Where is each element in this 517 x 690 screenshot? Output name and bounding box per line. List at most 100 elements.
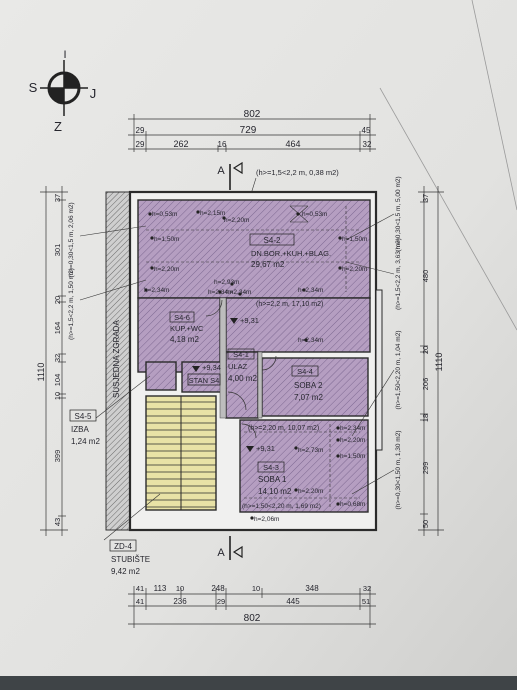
room-label-s4-5: S4-5 IZBA 1,24 m2	[69, 375, 151, 446]
dim-top-overall: 802	[244, 109, 261, 120]
svg-text:S4-3: S4-3	[263, 463, 279, 472]
svg-text:41: 41	[136, 597, 144, 606]
svg-text:10: 10	[53, 392, 62, 400]
room-s4-5	[145, 361, 177, 391]
section-mark-top: A	[217, 161, 243, 190]
svg-text:SOBA 2: SOBA 2	[294, 381, 323, 390]
dim-top-seg: 29	[136, 140, 145, 149]
svg-text:h=2,20m: h=2,20m	[154, 266, 179, 273]
svg-text:(h>=0,30<1,5 m, 5,00 m2): (h>=0,30<1,5 m, 5,00 m2)	[395, 176, 402, 251]
svg-text:7,07 m2: 7,07 m2	[294, 393, 323, 402]
svg-text:h=2,34m: h=2,34m	[144, 287, 169, 294]
svg-text:32: 32	[53, 354, 62, 362]
room-label-s4-2: S4-2 DN.BOR.+KUH.+BLAG. 29,67 m2 (h>=2,2…	[249, 233, 331, 308]
svg-text:18: 18	[421, 414, 430, 422]
left-dimension-labels: 1110 37 301 20 164 32 104 10 399 43 (h>=…	[36, 194, 75, 526]
svg-text:h=2,20m: h=2,20m	[340, 437, 365, 444]
svg-text:802: 802	[244, 613, 261, 624]
svg-text:ULAZ: ULAZ	[228, 362, 248, 371]
svg-text:+9,31: +9,31	[256, 444, 275, 453]
svg-text:(h>=1,5<2,2 m, 1,50 m2): (h>=1,5<2,2 m, 1,50 m2)	[68, 268, 75, 340]
dim-top-side-right: 45	[362, 126, 371, 135]
svg-text:h=2,34m: h=2,34m	[208, 289, 233, 296]
compass-north: I	[63, 49, 66, 61]
compass-west: S	[29, 80, 38, 95]
svg-text:50: 50	[421, 520, 430, 528]
dim-top-seg: 464	[285, 139, 300, 149]
room-s4-2	[137, 199, 371, 299]
svg-text:301: 301	[53, 244, 62, 257]
svg-text:(h>=1,50<2,20 m, 1,04 m2): (h>=1,50<2,20 m, 1,04 m2)	[395, 331, 402, 410]
svg-text:399: 399	[53, 450, 62, 463]
svg-text:S4-4: S4-4	[297, 367, 313, 376]
dim-top-seg: 32	[363, 140, 372, 149]
svg-text:IZBA: IZBA	[71, 425, 89, 434]
svg-text:h=1,50m: h=1,50m	[342, 236, 367, 243]
svg-text:STUBIŠTE: STUBIŠTE	[111, 555, 150, 564]
svg-text:h=2,73m: h=2,73m	[298, 447, 323, 454]
svg-text:299: 299	[421, 462, 430, 475]
room-label-s4-4: S4-4 SOBA 2 7,07 m2	[291, 365, 323, 402]
svg-text:236: 236	[173, 597, 187, 606]
dim-top-seg: 16	[218, 140, 227, 149]
svg-text:A: A	[217, 547, 225, 559]
bottom-dimension-labels: 41 113 10 248 10 348 32 41 236 29 445 51…	[136, 584, 371, 624]
svg-text:248: 248	[211, 584, 225, 593]
svg-text:h=0,68m: h=0,68m	[340, 501, 365, 508]
dim-top-side-left: 29	[136, 126, 145, 135]
room-label-s4-6: S4-6 KUP.+WC 4,18 m2	[169, 311, 204, 344]
neighbor-building	[105, 191, 131, 531]
svg-text:445: 445	[286, 597, 300, 606]
svg-text:h=2,15m: h=2,15m	[200, 210, 225, 217]
svg-text:164: 164	[53, 322, 62, 335]
svg-text:(h>=2,2 m, 17,10 m2): (h>=2,2 m, 17,10 m2)	[256, 301, 323, 308]
svg-text:9,42 m2: 9,42 m2	[111, 567, 140, 576]
svg-text:h=1,50m: h=1,50m	[154, 236, 179, 243]
room-s4-2-lower	[225, 297, 371, 353]
svg-text:h=2,34m: h=2,34m	[298, 337, 323, 344]
dim-top-inner: 729	[240, 125, 257, 136]
svg-text:S4-6: S4-6	[174, 313, 190, 322]
svg-text:(h>=0,30<1,5 m, 2,06 m2): (h>=0,30<1,5 m, 2,06 m2)	[68, 202, 75, 277]
svg-text:480: 480	[421, 270, 430, 283]
compass-rose: I S J Z	[29, 49, 97, 134]
svg-text:h=2,20m: h=2,20m	[224, 217, 249, 224]
compass-south: Z	[54, 119, 62, 134]
room-s4-3	[239, 419, 369, 513]
section-mark-bottom: A	[217, 536, 243, 560]
svg-text:10: 10	[252, 584, 260, 593]
svg-text:20: 20	[421, 346, 430, 354]
svg-text:+9,31: +9,31	[240, 316, 259, 325]
top-dimension-labels: 802 729 29 45 29 262 16 464 32	[136, 109, 372, 149]
room-label-zd-4: ZD-4 STUBIŠTE 9,42 m2	[103, 493, 161, 576]
svg-text:14,10 m2: 14,10 m2	[258, 487, 292, 496]
svg-text:h=1,50m: h=1,50m	[340, 453, 365, 460]
room-s4-1	[225, 351, 259, 419]
svg-text:51: 51	[362, 597, 370, 606]
svg-text:h=2,20m: h=2,20m	[298, 488, 323, 495]
svg-text:h=0,53m: h=0,53m	[152, 211, 177, 218]
svg-text:(h>=1,50<2,20 m, 1,69 m2): (h>=1,50<2,20 m, 1,69 m2)	[242, 503, 321, 510]
svg-text:(h>=0,30<1,50 m, 1,30 m2): (h>=0,30<1,50 m, 1,30 m2)	[395, 431, 402, 510]
svg-text:29: 29	[217, 597, 225, 606]
room-s4-6	[137, 297, 221, 373]
svg-text:4,18 m2: 4,18 m2	[170, 335, 199, 344]
svg-text:S4-5: S4-5	[75, 412, 92, 421]
svg-text:S4-2: S4-2	[264, 236, 281, 245]
svg-text:10: 10	[176, 584, 184, 593]
svg-text:37: 37	[53, 194, 62, 202]
height-annotations: h=0,53m h=2,15m h=2,20m h=0,53m h=1,50m …	[144, 210, 367, 523]
svg-text:1110: 1110	[36, 363, 46, 382]
svg-text:DN.BOR.+KUH.+BLAG.: DN.BOR.+KUH.+BLAG.	[251, 249, 331, 258]
room-label-s4-3: (h>=2,20 m, 10,07 m2) S4-3 SOBA 1 14,10 …	[242, 425, 321, 510]
compass-east: J	[90, 86, 97, 101]
svg-text:h=2,06m: h=2,06m	[254, 516, 279, 523]
svg-text:S4-1: S4-1	[233, 350, 249, 359]
room-s4-4	[261, 357, 369, 417]
svg-text:37: 37	[421, 194, 430, 202]
svg-text:h=2,93m: h=2,93m	[214, 279, 239, 286]
stan-label: STAN S4	[187, 373, 221, 386]
svg-text:SOBA 1: SOBA 1	[258, 475, 287, 484]
svg-text:KUP.+WC: KUP.+WC	[170, 324, 204, 333]
